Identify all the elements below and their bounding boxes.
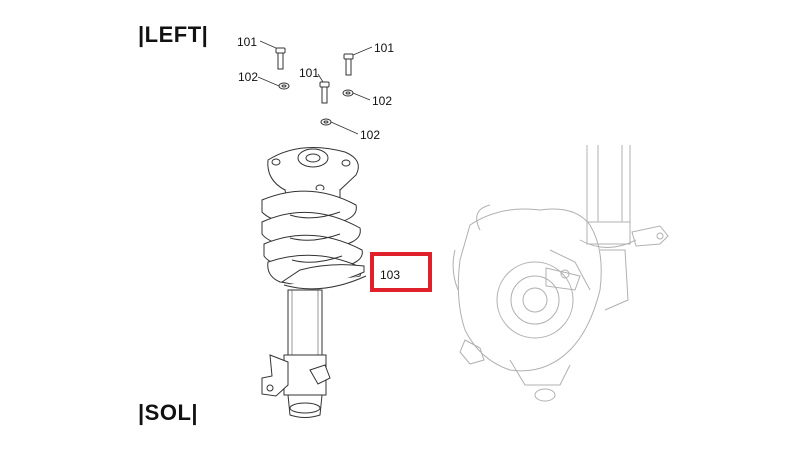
label-left: |LEFT| (138, 22, 209, 47)
lower-spring-seat (280, 264, 367, 290)
callout-highlighted-part: 103 (380, 268, 401, 282)
callout-bolt-top-right: 101 (374, 41, 395, 55)
callout-bolt-top-left: 101 (237, 35, 258, 49)
bolt-center (319, 81, 330, 104)
callout-bolt-center: 101 (299, 66, 320, 80)
washer-left (278, 82, 290, 90)
knuckle-assembly-faded (452, 145, 669, 402)
bolt-top-left (275, 47, 286, 70)
washer-right (342, 89, 354, 97)
bolt-top-right (343, 53, 354, 76)
leader-lines (257, 40, 373, 135)
callout-washer-left: 102 (238, 70, 259, 84)
label-sol: |SOL| (138, 400, 199, 425)
damper-body (283, 289, 327, 418)
damper-bracket (261, 354, 331, 397)
washer-center (320, 118, 332, 126)
callout-washer-center: 102 (360, 128, 381, 142)
callout-washer-right: 102 (372, 94, 393, 108)
highlight-box-part-103: 103 (370, 252, 432, 292)
